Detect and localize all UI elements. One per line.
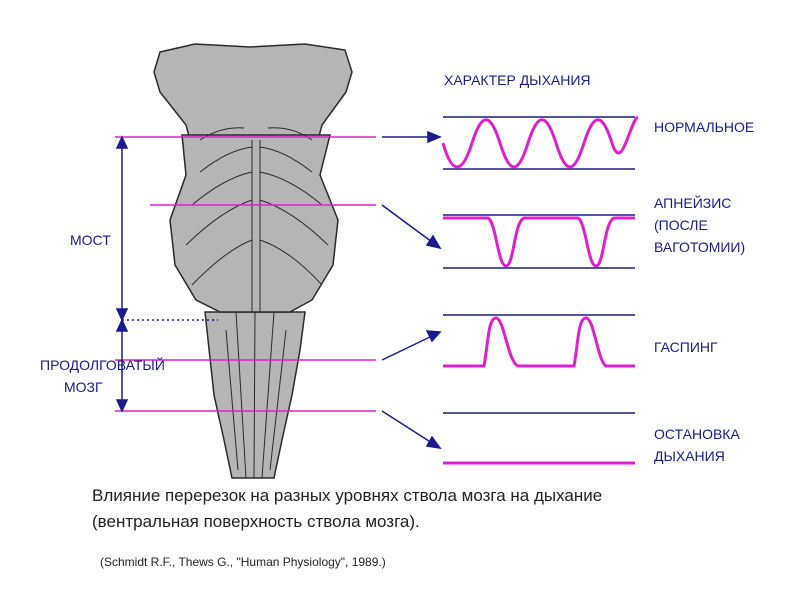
label-normal: НОРМАЛЬНОЕ [654, 119, 755, 135]
pons-contour-lines [185, 127, 329, 312]
cut-lines [115, 136, 376, 412]
caption-line1: Влияние перерезок на разных уровнях ство… [92, 486, 603, 505]
waveform-gasping [443, 316, 635, 368]
label-arrest: ОСТАНОВКА [654, 426, 740, 442]
waveform-normal [441, 115, 640, 169]
label-medulla-line2: МОЗГ [64, 379, 103, 395]
pattern-header: ХАРАКТЕР ДЫХАНИЯ [444, 72, 591, 88]
waveform-apneusis [443, 216, 635, 268]
caption-line2: (вентральная поверхность ствола мозга). [92, 512, 420, 531]
label-gasping: ГАСПИНГ [654, 339, 718, 355]
label-apneusis-line3: ВАГОТОМИИ) [654, 239, 746, 255]
range-arrows [115, 135, 129, 413]
label-apneusis: АПНЕЙЗИС [654, 195, 732, 211]
pointer-arrows [381, 130, 442, 450]
pons-shape [169, 134, 339, 313]
label-arrest-line2: ДЫХАНИЯ [654, 448, 725, 464]
midbrain-shape [153, 43, 353, 141]
waveform-reference-lines [443, 116, 635, 414]
label-apneusis-line2: (ПОСЛЕ [654, 217, 708, 233]
medulla-pyramid-lines [225, 311, 287, 479]
caption-source: (Schmidt R.F., Thews G., "Human Physiolo… [100, 555, 386, 569]
label-medulla-line1: ПРОДОЛГОВАТЫЙ [40, 357, 165, 373]
label-pons: МОСТ [70, 232, 111, 248]
